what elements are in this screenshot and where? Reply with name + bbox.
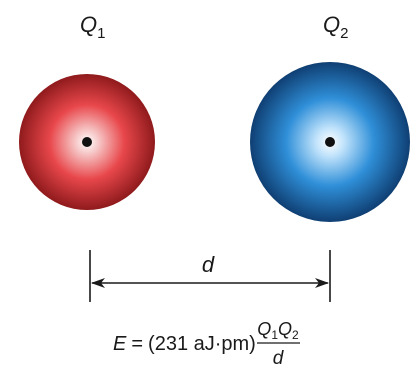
charge-1-symbol: Q: [80, 12, 97, 37]
distance-label: d: [202, 252, 215, 277]
formula-constant: (231 aJ·pm): [148, 333, 256, 355]
charge-1-center-dot: [82, 137, 92, 147]
numerator-q1: Q: [257, 319, 271, 339]
formula-equals: =: [131, 333, 143, 355]
formula-lhs: E=(231 aJ·pm): [113, 333, 256, 355]
formula-energy-symbol: E: [113, 333, 127, 355]
charge-1-label: Q1: [80, 12, 105, 42]
numerator-q2-sub: 2: [292, 328, 299, 342]
charge-2-subscript: 2: [340, 25, 348, 42]
charge-1-subscript: 1: [97, 25, 105, 42]
numerator-q2: Q: [278, 319, 292, 339]
charge-2-center-dot: [325, 137, 335, 147]
formula-denominator: d: [273, 348, 285, 369]
charge-2-symbol: Q: [323, 12, 340, 37]
charge-2-label: Q2: [323, 12, 348, 42]
formula-numerator: Q1Q2: [257, 319, 299, 342]
coulomb-formula: E=(231 aJ·pm) Q1Q2 d: [113, 319, 300, 369]
